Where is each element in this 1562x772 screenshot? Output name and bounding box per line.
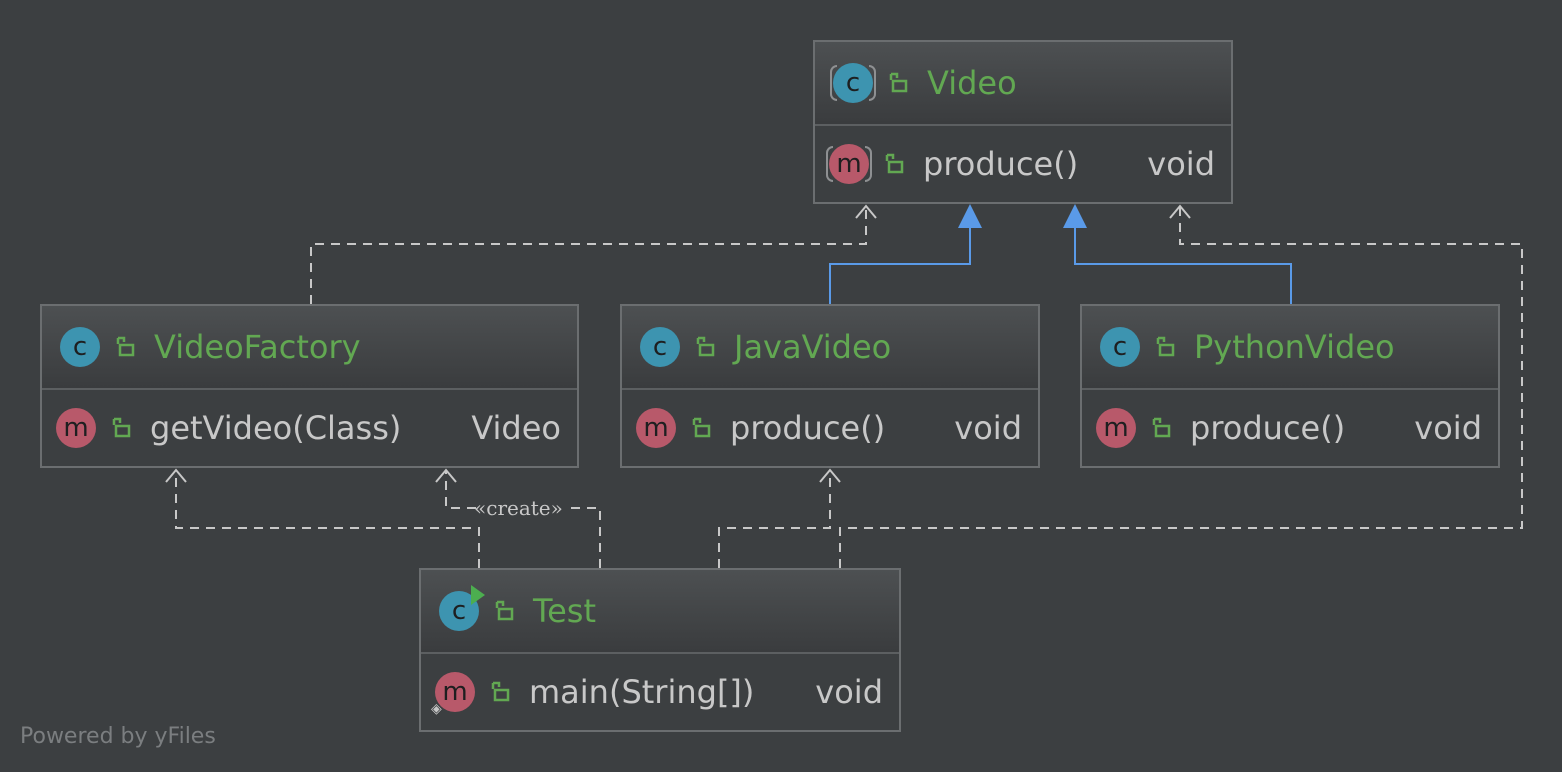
class-videofactory-method-row[interactable]: m getVideo(Class) Video	[42, 390, 577, 466]
class-icon: c	[640, 327, 680, 367]
edge-test-creates-videofactory	[445, 470, 601, 568]
abstract-class-icon: c	[830, 63, 876, 103]
class-test-method-row[interactable]: m◈ main(String[]) void	[421, 654, 899, 730]
class-video-method-row[interactable]: m produce() void	[815, 126, 1231, 202]
method-return-type: void	[1414, 409, 1482, 447]
class-test[interactable]: c Test m◈ main(String[]) void	[419, 568, 901, 732]
static-method-icon: m◈	[431, 672, 475, 716]
run-arrow-icon	[471, 585, 485, 605]
class-video[interactable]: c Video m produce() void	[813, 40, 1233, 204]
method-icon: m	[56, 408, 96, 448]
method-return-type: void	[815, 673, 883, 711]
public-lock-icon	[112, 417, 131, 438]
public-lock-icon	[696, 336, 715, 357]
class-pythonvideo-method-row[interactable]: m produce() void	[1082, 390, 1498, 466]
class-icon: c	[1100, 327, 1140, 367]
class-video-header: c Video	[815, 42, 1231, 126]
class-name: Video	[927, 64, 1017, 102]
edge-test-to-javavideo	[718, 470, 831, 568]
method-return-type: void	[1147, 145, 1215, 183]
class-videofactory-header: c VideoFactory	[42, 306, 577, 390]
public-lock-icon	[491, 681, 510, 702]
class-name: PythonVideo	[1194, 328, 1395, 366]
class-javavideo[interactable]: c JavaVideo m produce() void	[620, 304, 1040, 468]
class-javavideo-header: c JavaVideo	[622, 306, 1038, 390]
class-pythonvideo-header: c PythonVideo	[1082, 306, 1498, 390]
edge-pythonvideo-extends-video	[1074, 226, 1292, 304]
public-lock-icon	[116, 336, 135, 357]
class-javavideo-method-row[interactable]: m produce() void	[622, 390, 1038, 466]
method-signature: produce()	[1190, 409, 1346, 447]
edge-videofactory-to-video	[310, 206, 867, 304]
method-icon: m	[1096, 408, 1136, 448]
method-signature: getVideo(Class)	[150, 409, 402, 447]
public-lock-icon	[889, 72, 908, 93]
public-lock-icon	[692, 417, 711, 438]
edge-javavideo-extends-video	[829, 226, 971, 304]
class-videofactory[interactable]: c VideoFactory m getVideo(Class) Video	[40, 304, 579, 468]
runnable-class-icon: c	[439, 585, 485, 631]
create-stereotype-label: «create»	[474, 496, 563, 520]
edge-test-to-video	[839, 206, 1523, 568]
class-test-header: c Test	[421, 570, 899, 654]
public-lock-icon	[495, 600, 514, 621]
edge-test-to-videofactory	[175, 470, 480, 568]
public-lock-icon	[885, 153, 904, 174]
class-pythonvideo[interactable]: c PythonVideo m produce() void	[1080, 304, 1500, 468]
method-return-type: Video	[471, 409, 561, 447]
class-name: JavaVideo	[734, 328, 892, 366]
method-signature: produce()	[923, 145, 1079, 183]
public-lock-icon	[1156, 336, 1175, 357]
method-signature: produce()	[730, 409, 886, 447]
method-signature: main(String[])	[529, 673, 755, 711]
method-return-type: void	[954, 409, 1022, 447]
public-lock-icon	[1152, 417, 1171, 438]
class-name: VideoFactory	[154, 328, 361, 366]
class-name: Test	[533, 592, 597, 630]
abstract-method-icon: m	[826, 144, 872, 184]
static-modifier-icon: ◈	[431, 701, 442, 717]
class-icon: c	[60, 327, 100, 367]
powered-by-label: Powered by yFiles	[20, 724, 216, 749]
method-icon: m	[636, 408, 676, 448]
